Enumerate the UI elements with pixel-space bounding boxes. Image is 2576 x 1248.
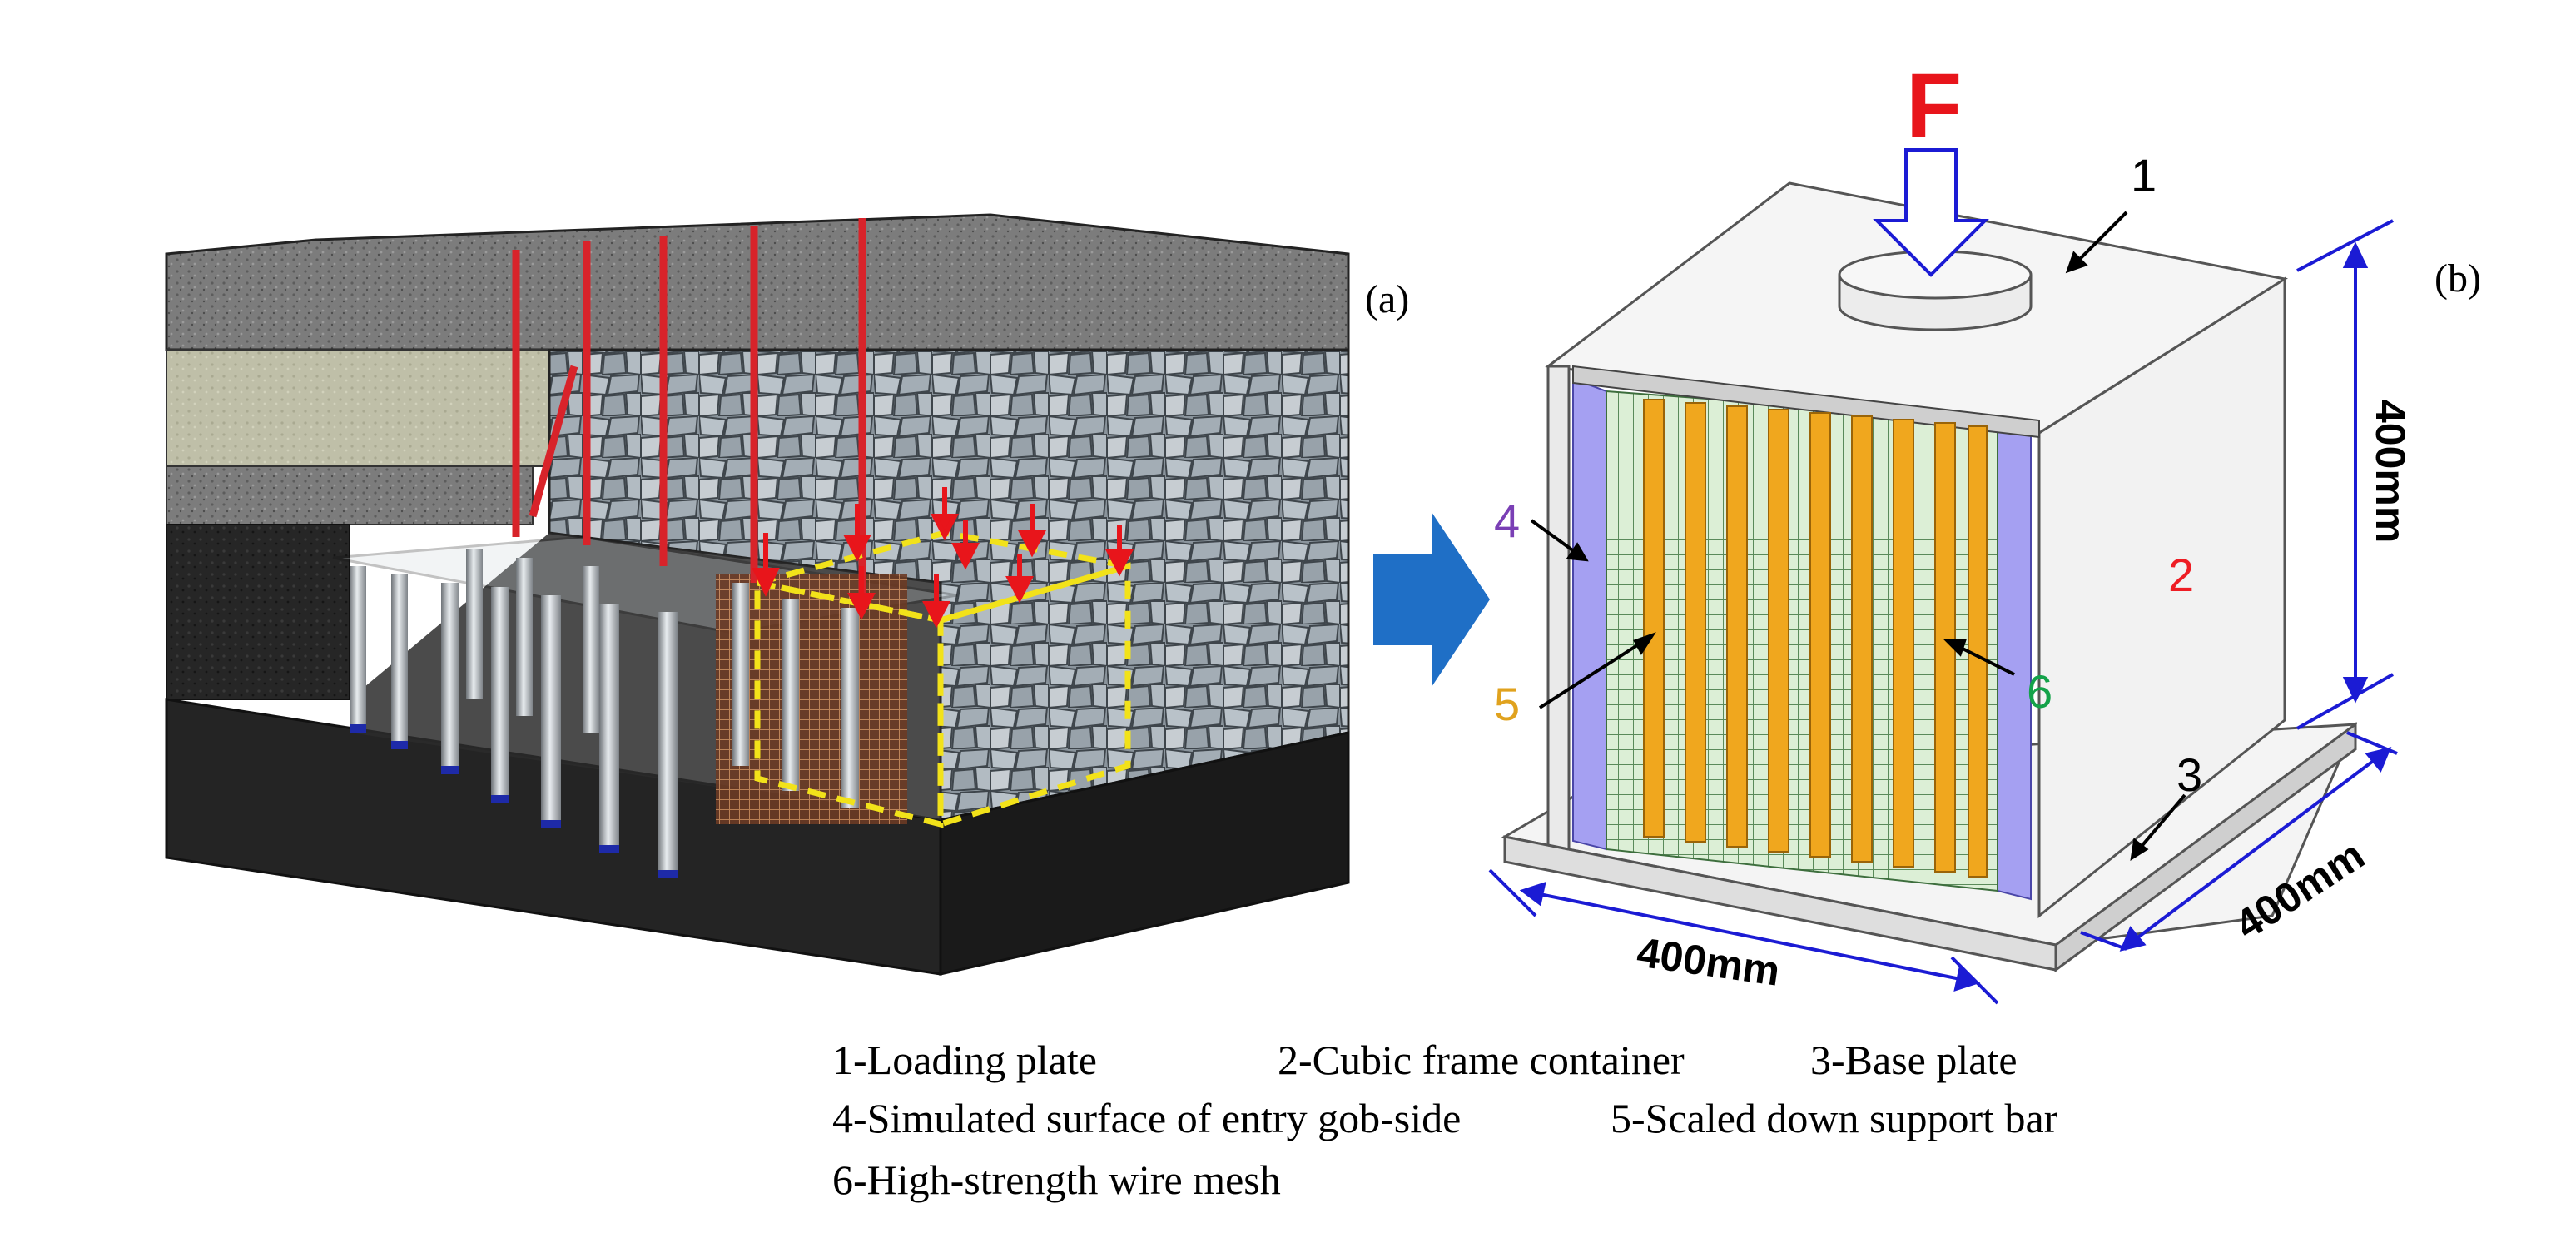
legend-item-support-bar: 5-Scaled down support bar (1611, 1095, 2058, 1141)
part-number-2: 2 (2168, 549, 2194, 601)
transition-arrow (1373, 512, 1490, 687)
dimension-height (2296, 219, 2394, 730)
leader-lines (1530, 211, 2186, 861)
part-number-4: 4 (1494, 495, 1520, 547)
prop (658, 612, 678, 878)
dimension-height-label: 400mm (2367, 400, 2414, 543)
gob-side-surface-left (1572, 377, 1607, 851)
frame-top-rail (1572, 365, 2040, 439)
stratum-coal (166, 524, 350, 700)
prop (782, 599, 799, 791)
floor-slab-side (939, 731, 1350, 976)
load-arrows (752, 487, 1134, 629)
loading-plate (1838, 250, 2033, 331)
legend-item-gob-side-surface: 4-Simulated surface of entry gob-side (832, 1095, 1462, 1141)
gob-side-surface-right (1997, 419, 2032, 901)
support-bars (1643, 399, 1988, 878)
prop (583, 566, 599, 733)
panel-b-apparatus: F 1 2 3 4 5 6 400mm (1488, 55, 2481, 1005)
stratum-mid (166, 465, 534, 525)
legend-item-loading-plate: 1-Loading plate (832, 1037, 1097, 1083)
highlight-region (754, 530, 1131, 828)
prop (466, 549, 483, 699)
dimension-depth (2080, 731, 2398, 952)
force-arrow: F (1873, 55, 1989, 277)
legend-item-cubic-frame: 2-Cubic frame container (1278, 1037, 1685, 1083)
stratum-light (166, 349, 550, 467)
prop (516, 558, 533, 716)
base-plate-side (2054, 722, 2357, 972)
legend-item-base-plate: 3-Base plate (1810, 1037, 2018, 1083)
prop (441, 583, 459, 774)
prop (491, 587, 509, 803)
prop (599, 604, 619, 853)
legend-item-wire-mesh: 6-High-strength wire mesh (832, 1156, 1281, 1203)
part-number-5: 5 (1494, 678, 1520, 730)
part-number-1: 1 (2131, 149, 2157, 201)
panel-a-label: (a) (1365, 277, 1409, 321)
prop (541, 595, 561, 828)
panel-b-label: (b) (2435, 256, 2481, 301)
part-number-6: 6 (2027, 665, 2052, 718)
prop (841, 608, 859, 808)
force-label: F (1906, 55, 1962, 157)
prop (350, 566, 366, 733)
frame-left-column (1546, 365, 1571, 851)
part-number-3: 3 (2176, 748, 2202, 801)
prop-row (350, 549, 859, 878)
panel-a-mine-model: (a) (165, 213, 1409, 976)
prop (732, 583, 749, 766)
dimension-width (1488, 868, 1999, 1005)
prop (391, 574, 408, 749)
